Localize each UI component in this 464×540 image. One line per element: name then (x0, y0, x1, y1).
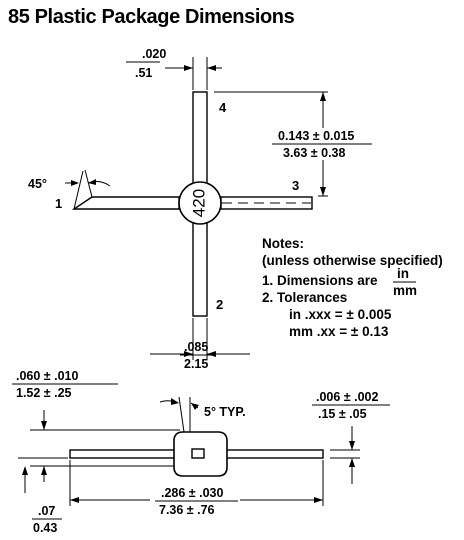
offset-in-label: .07 (38, 504, 55, 518)
top-view: .020 .51 0.143 ± 0.015 3.63 ± 0.38 420 4… (28, 47, 372, 371)
note-tolerances: 2. Tolerances (262, 290, 347, 305)
body-height-in-label: .060 ± .010 (16, 369, 79, 383)
lead-width-in-label: .020 (142, 47, 166, 61)
lead-thickness-mm-label: .15 ± .05 (318, 407, 367, 421)
lead-2 (192, 221, 208, 317)
arrowhead (207, 65, 216, 71)
package-body (178, 181, 222, 225)
side-view: .060 ± .010 1.52 ± .25 .07 0.43 5° TYP. … (12, 369, 390, 535)
arrowhead (207, 351, 216, 357)
arrowhead (70, 497, 79, 503)
pin-number-2: 2 (216, 297, 223, 312)
draft-reference-line (178, 396, 185, 433)
lead-1 (71, 196, 180, 210)
angle-reference-line (73, 170, 84, 210)
arrowhead (320, 92, 326, 101)
body-width-mm-label: 2.15 (184, 357, 208, 371)
angle-reference-line (84, 169, 93, 198)
arrowhead (71, 180, 79, 186)
arrowhead (320, 187, 326, 196)
units-numerator: in (397, 266, 409, 281)
arrowhead (88, 179, 96, 185)
notes-subheading: (unless otherwise specified) (262, 253, 443, 268)
offset-mm-label: 0.43 (33, 521, 57, 535)
tolerance-in: in .xxx = ± 0.005 (289, 307, 392, 322)
draft-angle-label: 5° TYP. (204, 405, 246, 419)
arrowhead (171, 398, 179, 405)
body-width-in-label: .085 (184, 340, 208, 354)
arrowhead (349, 441, 355, 450)
arrowhead (349, 458, 355, 467)
notes-block: Notes: (unless otherwise specified) 1. D… (262, 236, 443, 339)
arrowhead (22, 466, 28, 475)
overall-length-in-label: .286 ± .030 (161, 486, 224, 500)
arrowhead (41, 421, 47, 430)
tolerance-mm: mm .xx = ± 0.13 (289, 324, 389, 339)
arrowhead (184, 65, 193, 71)
side-body-window (191, 448, 205, 459)
arrowhead (314, 497, 323, 503)
arrowhead (191, 403, 199, 410)
units-denominator: mm (393, 283, 417, 298)
page-title: 85 Plastic Package Dimensions (8, 6, 295, 28)
lead-length-in-label: 0.143 ± 0.015 (278, 129, 354, 143)
package-marking: 420 (189, 189, 208, 217)
pin-number-3: 3 (292, 178, 299, 193)
body-height-mm-label: 1.52 ± .25 (16, 386, 72, 400)
overall-length-mm-label: 7.36 ± .76 (159, 503, 215, 517)
lead-width-mm-label: .51 (135, 66, 152, 80)
note-dimensions-units: 1. Dimensions are (262, 273, 378, 288)
lead-thickness-in-label: .006 ± .002 (316, 390, 379, 404)
lead-length-mm-label: 3.63 ± 0.38 (283, 146, 346, 160)
arrowhead (41, 466, 47, 475)
pin-number-4: 4 (219, 100, 227, 115)
lead-3 (220, 196, 313, 210)
notes-heading: Notes: (262, 236, 304, 251)
lead-4 (192, 91, 208, 187)
lead-angle-label: 45° (28, 177, 47, 191)
pin-number-1: 1 (55, 196, 62, 211)
